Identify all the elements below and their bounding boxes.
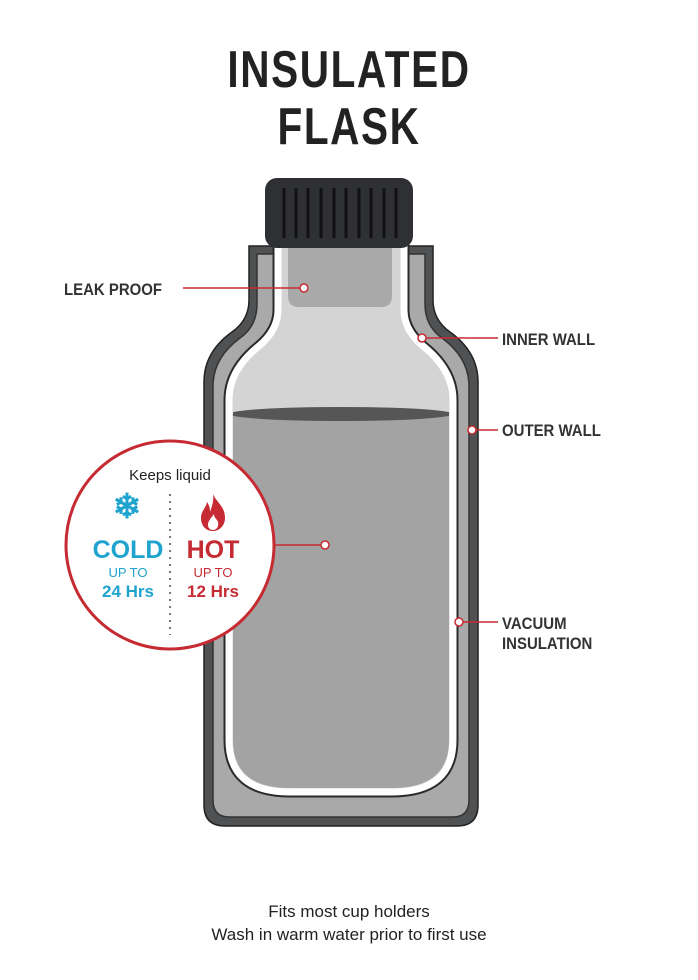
- hot-sub: UP TO: [193, 565, 233, 580]
- label-vacuum-2: INSULATION: [502, 634, 593, 653]
- vacuum-marker: [454, 617, 464, 627]
- inner-wall-marker: [417, 333, 427, 343]
- footer-line-1: Fits most cup holders: [268, 902, 430, 921]
- liquid-marker: [320, 540, 330, 550]
- badge-heading: Keeps liquid: [129, 467, 211, 484]
- keeps-liquid-badge: Keeps liquid ❄ COLD UP TO 24 Hrs HOT UP …: [65, 440, 275, 650]
- label-leak-proof: LEAK PROOF: [64, 280, 163, 299]
- title-line-1: INSULATED: [227, 41, 471, 99]
- hot-duration: 12 Hrs: [187, 582, 239, 601]
- leak-proof-marker: [299, 283, 309, 293]
- footer-line-2: Wash in warm water prior to first use: [211, 925, 487, 944]
- leak-proof-seal: [288, 248, 392, 307]
- flame-icon: [201, 494, 225, 531]
- label-vacuum-1: VACUUM: [502, 614, 567, 633]
- outer-wall-marker: [467, 425, 477, 435]
- label-outer-wall: OUTER WALL: [502, 421, 601, 440]
- cold-duration: 24 Hrs: [102, 582, 154, 601]
- cap-grip-lines: [282, 188, 398, 238]
- label-inner-wall: INNER WALL: [502, 330, 596, 349]
- liquid-surface: [233, 407, 449, 421]
- snowflake-icon: ❄: [112, 488, 142, 526]
- cold-sub: UP TO: [108, 565, 148, 580]
- cap: [265, 178, 413, 248]
- cold-label: COLD: [92, 536, 164, 564]
- liquid: [233, 413, 449, 788]
- hot-label: HOT: [186, 536, 240, 564]
- title-line-2: FLASK: [277, 98, 421, 156]
